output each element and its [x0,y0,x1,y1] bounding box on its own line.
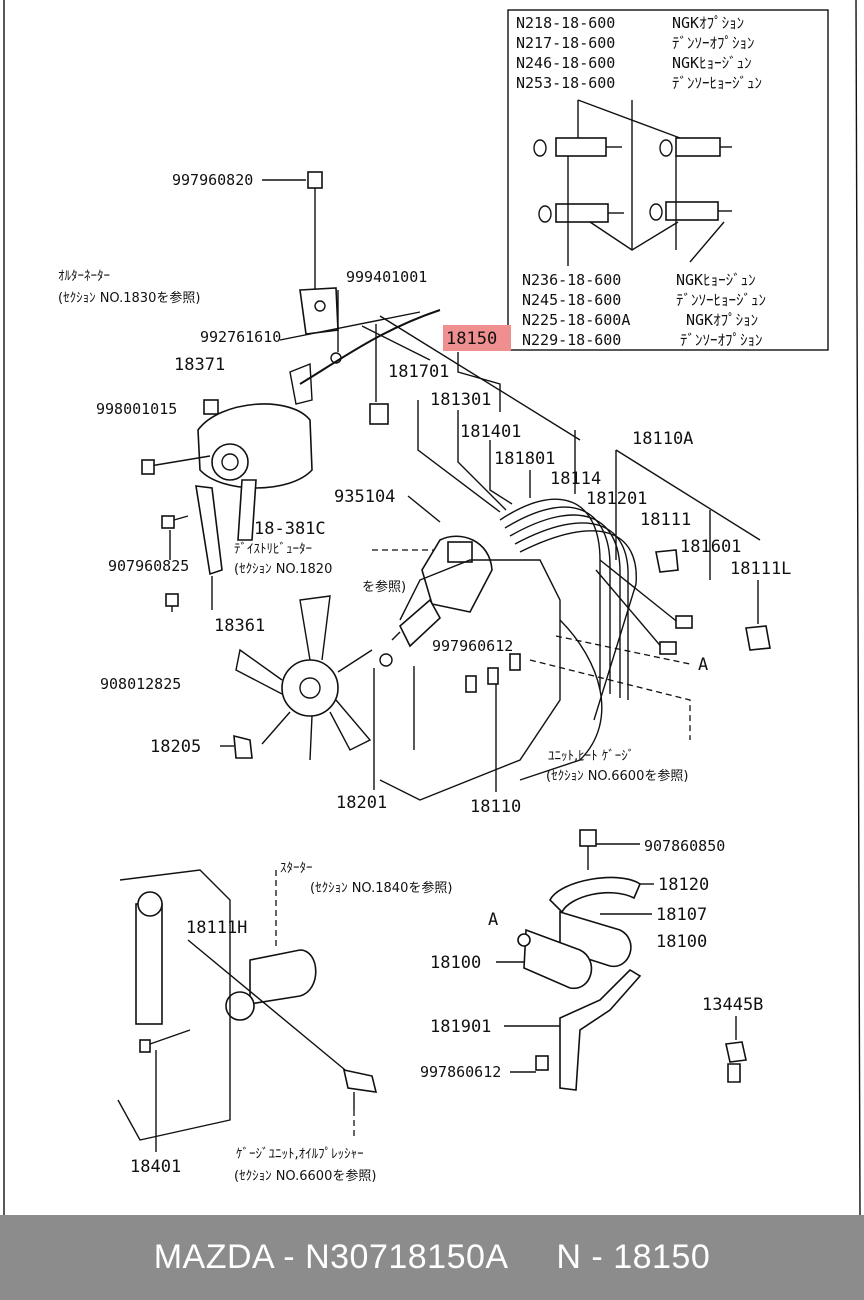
label-A-bottom: A [488,910,498,930]
plug-desc-1: NGKｵﾌﾟｼｮﾝ [672,14,744,32]
label-18100-left: 18100 [430,953,481,973]
oil-pressure-unit-icon [342,1068,378,1110]
distributor-ref-label: ﾃﾞｲｽﾄﾘﾋﾞｭｰﾀｰ [234,542,312,557]
plug-desc-7: NGKｵﾌﾟｼｮﾝ [686,311,758,329]
starter-motor-icon [117,869,317,1141]
label-13445B: 13445B [702,995,763,1015]
coil-bracket-icon [535,968,642,1091]
spark-plug-icon [533,137,732,223]
plug-part-8: N229-18-600 [522,331,621,349]
label-18111: 18111 [640,510,691,530]
plug-desc-8: ﾃﾞﾝｿｰｵﾌﾟｼｮﾝ [680,331,763,349]
label-18111L: 18111L [730,559,791,579]
label-935104: 935104 [334,487,395,507]
cooling-fan-icon [235,595,373,761]
engine-block-icon [379,559,603,801]
label-999401001: 999401001 [346,268,427,286]
label-997860612: 997860612 [420,1063,501,1081]
plug-desc-6: ﾃﾞﾝｿｰﾋｮｰｼﾞｭﾝ [676,291,766,309]
label-907860850: 907860850 [644,837,725,855]
label-18110A: 18110A [632,429,693,449]
label-18107: 18107 [656,905,707,925]
footer-bar: MAZDA - N30718150A N - 18150 [0,1215,864,1300]
label-18120: 18120 [658,875,709,895]
plug-part-2: N217-18-600 [516,34,615,52]
plug-icon [465,653,521,693]
label-907960825: 907960825 [108,557,189,575]
ignition-wires-icon [499,498,693,721]
gauge-ref-section: (ｾｸｼｮﾝ NO.6600を参照) [546,768,688,784]
label-18110: 18110 [470,797,521,817]
label-18111H: 18111H [186,918,247,938]
parts-diagram: N218-18-600 NGKｵﾌﾟｼｮﾝ N217-18-600 ﾃﾞﾝｿｰｵ… [3,0,861,1215]
label-18-381C: 18-381C [254,519,326,539]
plug-part-3: N246-18-600 [516,54,615,72]
plug-part-1: N218-18-600 [516,14,615,32]
label-181301: 181301 [430,390,491,410]
highlighted-part-18150[interactable]: 18150 [446,329,497,349]
bracket-icon [299,287,339,335]
label-998001015: 998001015 [96,400,177,418]
label-18205: 18205 [150,737,201,757]
plug-desc-2: ﾃﾞﾝｿｰｵﾌﾟｼｮﾝ [672,34,755,52]
bolt-icon [307,171,323,290]
alternator-ref-section: (ｾｸｼｮﾝ NO.1830を参照) [58,290,200,306]
distributor-icon [379,535,493,667]
highlight-box [443,325,511,351]
spark-plug-table: N218-18-600 NGKｵﾌﾟｼｮﾝ N217-18-600 ﾃﾞﾝｿｰｵ… [507,9,829,351]
plug-part-5: N236-18-600 [522,271,621,289]
plug-part-6: N245-18-600 [522,291,621,309]
label-181801: 181801 [494,449,555,469]
ignition-coil-icon [517,910,632,989]
oil-ref-section: (ｾｸｼｮﾝ NO.6600を参照) [234,1168,376,1184]
clip-icon [725,1016,747,1083]
label-18401: 18401 [130,1157,181,1177]
label-997960612: 997960612 [432,637,513,655]
label-181401: 181401 [460,422,521,442]
alternator-icon [141,362,313,576]
footer-part-text: MAZDA - N30718150A N - 18150 [153,1238,711,1276]
label-A-top: A [698,655,708,675]
plug-desc-3: NGKﾋｮｰｼﾞｭﾝ [672,54,752,72]
gauge-ref-label: ﾕﾆｯﾄ,ﾋｰﾄ ｹﾞｰｼﾞ [548,749,634,764]
label-181901: 181901 [430,1017,491,1037]
oil-ref-label: ｹﾞｰｼﾞﾕﾆｯﾄ,ｵｲﾙﾌﾟﾚｯｼｬｰ [236,1147,364,1162]
screw-icon [161,515,189,612]
distributor-ref-see: を参照) [362,579,406,595]
label-992761610: 992761610 [200,328,281,346]
label-181601: 181601 [680,537,741,557]
label-18100-right: 18100 [656,932,707,952]
plug-desc-5: NGKﾋｮｰｼﾞｭﾝ [676,271,756,289]
plug-part-4: N253-18-600 [516,74,615,92]
alternator-ref-label: ｵﾙﾀｰﾈｰﾀｰ [58,269,110,284]
distributor-ref-section: (ｾｸｼｮﾝ NO.1820 [234,562,332,577]
plug-desc-4: ﾃﾞﾝｿｰﾋｮｰｼﾞｭﾝ [672,74,762,92]
label-18371: 18371 [174,355,225,375]
label-908012825: 908012825 [100,675,181,693]
label-181201: 181201 [586,489,647,509]
label-997960820: 997960820 [172,171,253,189]
label-181701: 181701 [388,362,449,382]
plug-part-7: N225-18-600A [522,311,630,329]
starter-ref-section: (ｾｸｼｮﾝ NO.1840を参照) [310,880,452,896]
label-18201: 18201 [336,793,387,813]
starter-ref-label: ｽﾀｰﾀｰ [280,861,313,876]
label-18361: 18361 [214,616,265,636]
